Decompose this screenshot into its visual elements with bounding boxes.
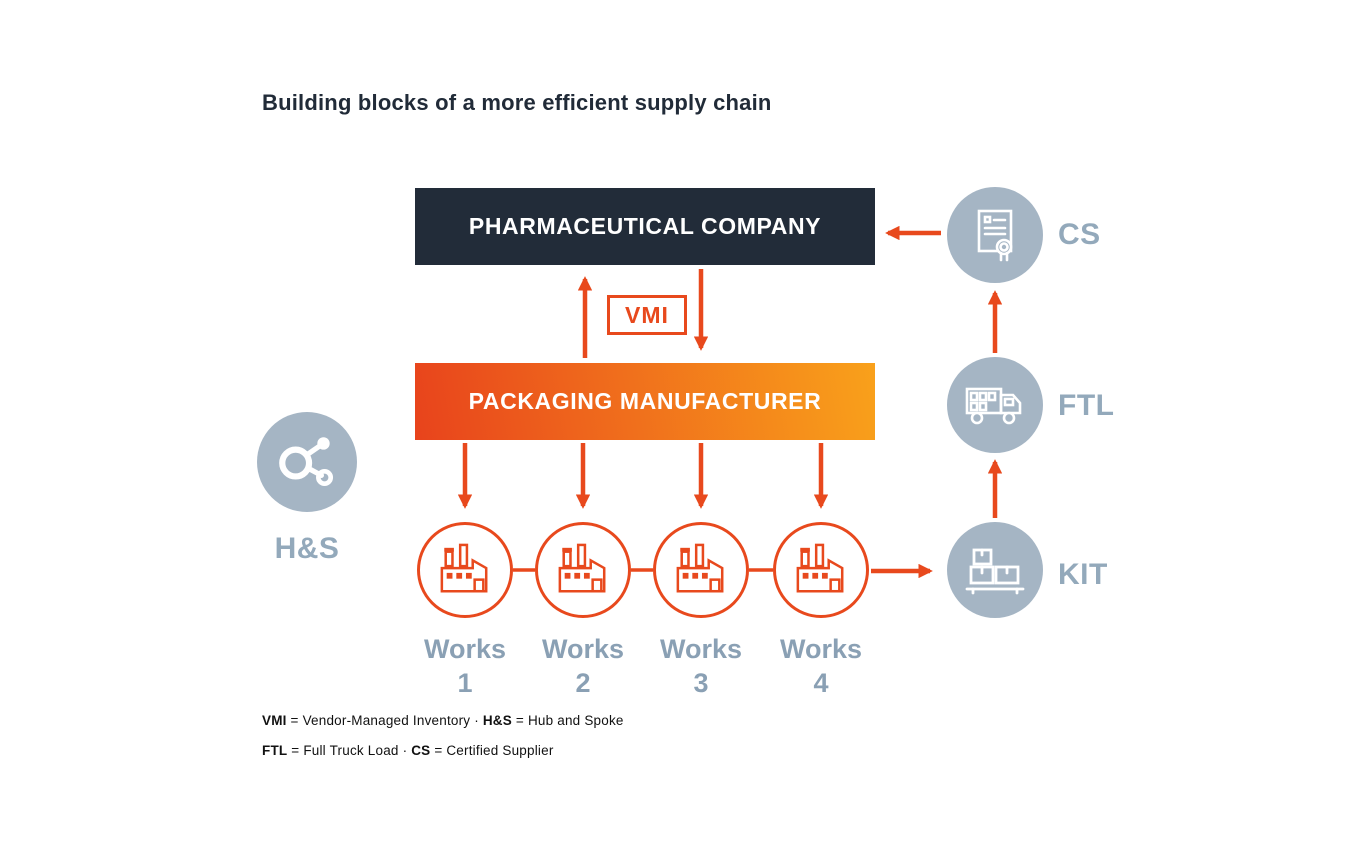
works-4-name: Works: [779, 634, 863, 664]
packaging-manufacturer-label: PACKAGING MANUFACTURER: [468, 388, 822, 414]
works-2-name: Works: [541, 634, 625, 664]
page-title: Building blocks of a more efficient supp…: [262, 90, 772, 115]
factory-icon: [796, 543, 844, 593]
works-1-label: Works 1: [405, 632, 525, 700]
works-2-node: [535, 522, 631, 618]
legend-text-hs: = Hub and Spoke: [511, 713, 624, 728]
legend-key-vmi: VMI: [262, 713, 287, 728]
legend-key-cs: CS: [411, 743, 431, 758]
certified-supplier-label: CS: [1058, 218, 1101, 251]
legend-line-2: FTL = Full Truck Load · CS = Certified S…: [262, 743, 554, 758]
truck-icon: [965, 387, 1022, 425]
legend-key-hs: H&S: [482, 713, 512, 728]
legend-text-cs: = Certified Supplier: [430, 743, 554, 758]
legend-line-1: VMI = Vendor-Managed Inventory · H&S = H…: [262, 713, 624, 728]
factory-icon: [558, 543, 606, 593]
works-3-node: [653, 522, 749, 618]
legend-text-ftl: = Full Truck Load ·: [287, 743, 412, 758]
packaging-manufacturer-box: PACKAGING MANUFACTURER: [415, 363, 875, 440]
pharmaceutical-company-label: PHARMACEUTICAL COMPANY: [468, 213, 822, 239]
works-1-number: 1: [457, 668, 473, 698]
kitting-label: KIT: [1058, 558, 1108, 591]
works-1-name: Works: [423, 634, 507, 664]
legend-text-vmi: = Vendor-Managed Inventory ·: [286, 713, 483, 728]
hub-and-spoke-label: H&S: [274, 532, 340, 565]
works-4-number: 4: [813, 668, 829, 698]
certified-supplier-node: [947, 187, 1043, 283]
works-1-node: [417, 522, 513, 618]
works-4-node: [773, 522, 869, 618]
boxes-icon: [965, 548, 1025, 595]
works-3-number: 3: [693, 668, 709, 698]
legend-key-ftl: FTL: [262, 743, 288, 758]
full-truck-load-label: FTL: [1058, 389, 1115, 422]
pharmaceutical-company-box: PHARMACEUTICAL COMPANY: [415, 188, 875, 265]
vmi-tag: VMI: [607, 295, 687, 335]
hub-and-spoke-node: [257, 412, 357, 512]
vmi-label: VMI: [625, 301, 669, 328]
kitting-node: [947, 522, 1043, 618]
works-2-number: 2: [575, 668, 591, 698]
certificate-icon: [977, 209, 1013, 262]
works-3-label: Works 3: [641, 632, 761, 700]
hub-spoke-icon: [279, 437, 334, 486]
works-4-label: Works 4: [761, 632, 881, 700]
works-3-name: Works: [659, 634, 743, 664]
works-2-label: Works 2: [523, 632, 643, 700]
full-truck-load-node: [947, 357, 1043, 453]
factory-icon: [440, 543, 488, 593]
factory-icon: [676, 543, 724, 593]
